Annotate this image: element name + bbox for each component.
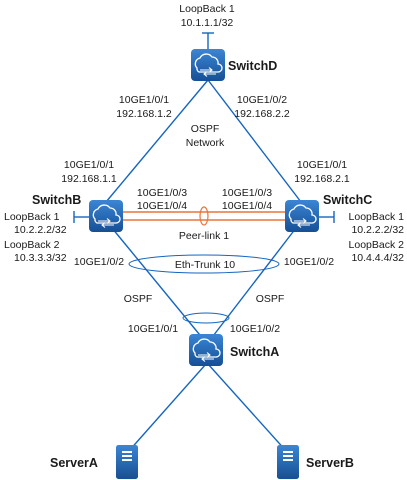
- ospf-network-label-line2: Network: [186, 137, 225, 149]
- eth-trunk-ring: [128, 254, 280, 274]
- switchd-name: SwitchD: [228, 59, 277, 73]
- link-switchd-switchc: [207, 79, 302, 203]
- switch-icon: [188, 333, 224, 367]
- switchd-left-ip: 192.168.1.2: [116, 108, 172, 120]
- switchd-right-ip: 192.168.2.2: [234, 108, 290, 120]
- peer-link-bundle-ring: [199, 206, 209, 226]
- switchb-down-port: 10GE1/0/2: [74, 256, 124, 268]
- link-switcha-servera: [127, 363, 207, 453]
- serverb-device[interactable]: [277, 445, 299, 479]
- switchb-loopback1-ip: 10.2.2.2/32: [14, 224, 67, 236]
- switchb-loopback2-ip: 10.3.3.3/32: [14, 252, 67, 264]
- switcha-uplink-ring: [182, 312, 230, 324]
- switchd-right-port: 10GE1/0/2: [237, 94, 287, 106]
- switcha-device[interactable]: [188, 333, 224, 367]
- servera-name: ServerA: [50, 456, 98, 470]
- switchc-loopback2-ip: 10.4.4.4/32: [351, 252, 404, 264]
- switch-icon: [190, 48, 226, 82]
- switchb-loopback2-name: LoopBack 2: [4, 239, 60, 251]
- switchb-peer-port-1: 10GE1/0/3: [137, 187, 187, 199]
- switchb-up-port: 10GE1/0/1: [64, 159, 114, 171]
- ospf-right-label: OSPF: [256, 293, 285, 305]
- ospf-left-label: OSPF: [124, 293, 153, 305]
- server-icon: [277, 445, 299, 479]
- switchc-down-port: 10GE1/0/2: [284, 256, 334, 268]
- switchc-name: SwitchC: [323, 193, 372, 207]
- switchb-device[interactable]: [88, 199, 124, 233]
- server-icon: [116, 445, 138, 479]
- switchb-up-ip: 192.168.1.1: [61, 173, 117, 185]
- switchc-loopback1-ip: 10.2.2.2/32: [351, 224, 404, 236]
- ospf-network-label-line1: OSPF: [191, 123, 220, 135]
- switchb-loopback1-name: LoopBack 1: [4, 211, 60, 223]
- link-switchd-switchb: [105, 79, 209, 203]
- switchc-device[interactable]: [284, 199, 320, 233]
- switchd-loopback-name: LoopBack 1: [179, 3, 235, 15]
- link-switcha-serverb: [207, 363, 288, 453]
- links: [73, 32, 335, 453]
- switchb-peer-port-2: 10GE1/0/4: [137, 200, 187, 212]
- eth-trunk-label: Eth-Trunk 10: [175, 259, 235, 271]
- switchd-device[interactable]: [190, 48, 226, 82]
- switchb-name: SwitchB: [32, 193, 81, 207]
- peer-link: [122, 206, 286, 226]
- switchc-up-port: 10GE1/0/1: [297, 159, 347, 171]
- switchd-loopback-ip: 10.1.1.1/32: [181, 17, 234, 29]
- switchd-left-port: 10GE1/0/1: [119, 94, 169, 106]
- switchc-peer-port-2: 10GE1/0/4: [222, 200, 272, 212]
- switch-icon: [284, 199, 320, 233]
- switchc-peer-port-1: 10GE1/0/3: [222, 187, 272, 199]
- serverb-name: ServerB: [306, 456, 354, 470]
- switcha-right-port: 10GE1/0/2: [230, 323, 280, 335]
- switchc-up-ip: 192.168.2.1: [294, 173, 350, 185]
- switch-icon: [88, 199, 124, 233]
- switchc-loopback1-name: LoopBack 1: [349, 211, 405, 223]
- switcha-left-port: 10GE1/0/1: [128, 323, 178, 335]
- switcha-name: SwitchA: [230, 345, 279, 359]
- peer-link-label: Peer-link 1: [179, 230, 229, 242]
- switchc-loopback2-name: LoopBack 2: [349, 239, 405, 251]
- servera-device[interactable]: [116, 445, 138, 479]
